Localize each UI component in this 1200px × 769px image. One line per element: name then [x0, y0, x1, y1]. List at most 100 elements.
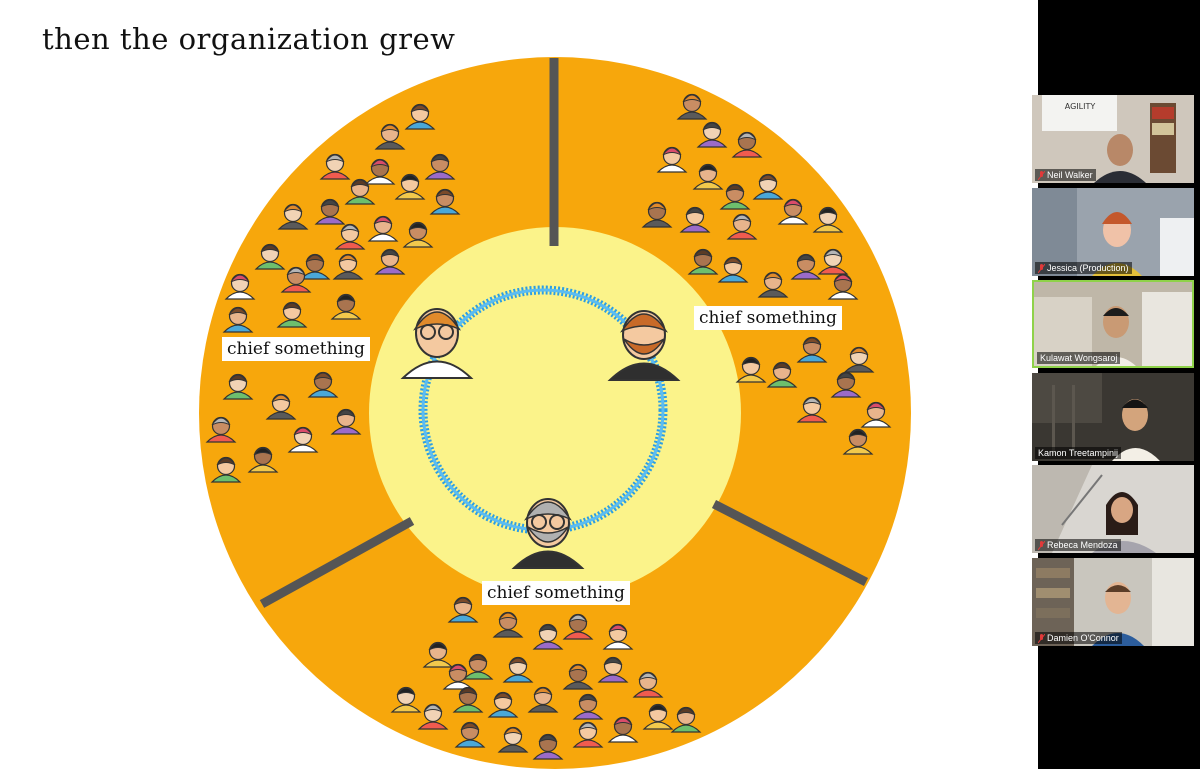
participant-name-label: Neil Walker	[1035, 169, 1096, 181]
mic-muted-icon	[1038, 263, 1045, 273]
participant-name-label: Rebeca Mendoza	[1035, 539, 1121, 551]
crowd-avatar	[812, 206, 844, 233]
crowd-avatar	[454, 721, 486, 748]
crowd-avatar	[731, 131, 763, 158]
chief-label-right: chief something	[694, 306, 842, 330]
chief-avatar	[511, 498, 585, 569]
slide-title: then the organization grew	[42, 22, 456, 56]
crowd-avatar	[332, 253, 364, 280]
crowd-avatar	[390, 686, 422, 713]
crowd-avatar	[247, 446, 279, 473]
crowd-avatar	[717, 256, 749, 283]
crowd-avatar	[307, 371, 339, 398]
crowd-avatar	[830, 371, 862, 398]
participant-tile[interactable]: Kamon Treetampinij	[1032, 373, 1194, 461]
crowd-avatar	[222, 373, 254, 400]
crowd-avatar	[452, 686, 484, 713]
chief-avatars	[400, 308, 681, 569]
participant-name-label: Kamon Treetampinij	[1035, 447, 1122, 459]
organization-diagram	[199, 57, 911, 769]
crowd-avatar	[766, 361, 798, 388]
crowd-avatar	[532, 623, 564, 650]
mic-muted-icon	[1038, 633, 1045, 643]
participant-tile[interactable]: Rebeca Mendoza	[1032, 465, 1194, 553]
crowd-avatar	[334, 223, 366, 250]
crowd-avatar	[602, 623, 634, 650]
crowd-avatar	[417, 703, 449, 730]
crowd-avatar	[254, 243, 286, 270]
crowd-avatar	[752, 173, 784, 200]
crowd-avatar	[205, 416, 237, 443]
chief-avatar	[607, 310, 681, 381]
crowd-avatar	[532, 733, 564, 760]
crowd-avatar	[777, 198, 809, 225]
crowd-avatar	[842, 428, 874, 455]
crowd-avatar	[276, 301, 308, 328]
crowd-avatar	[527, 686, 559, 713]
crowd-avatar	[670, 706, 702, 733]
crowd-avatar	[796, 396, 828, 423]
crowd-avatar	[402, 221, 434, 248]
crowd-avatar	[422, 641, 454, 668]
crowd-avatar	[330, 293, 362, 320]
participant-name-label: Kulawat Wongsaroj	[1037, 352, 1121, 364]
participant-tile[interactable]: Damien O'Connor	[1032, 558, 1194, 646]
crowd-avatar	[632, 671, 664, 698]
video-feed: AGILITY	[1032, 95, 1194, 183]
crowd-avatar	[287, 426, 319, 453]
crowd-avatar	[492, 611, 524, 638]
crowd-avatar	[277, 203, 309, 230]
crowd-avatar	[790, 253, 822, 280]
crowd-avatar	[572, 693, 604, 720]
crowd-avatar	[642, 703, 674, 730]
crowd-avatar	[502, 656, 534, 683]
crowd-avatar	[843, 346, 875, 373]
participant-tile[interactable]: AGILITY Neil Walker	[1032, 95, 1194, 183]
crowd-avatar	[210, 456, 242, 483]
crowd-avatar	[719, 183, 751, 210]
crowd-avatar	[462, 653, 494, 680]
crowd-avatar	[429, 188, 461, 215]
crowd-avatar	[319, 153, 351, 180]
crowd-avatar	[641, 201, 673, 228]
crowd-avatar	[424, 153, 456, 180]
participant-tile-active-speaker[interactable]: Kulawat Wongsaroj	[1032, 280, 1194, 368]
crowd-avatar	[726, 213, 758, 240]
chief-label-left: chief something	[222, 337, 370, 361]
video-feed	[1032, 465, 1194, 553]
crowd-avatar	[562, 613, 594, 640]
crowd-avatar	[607, 716, 639, 743]
divider-right	[711, 499, 869, 587]
participant-name-label: Damien O'Connor	[1035, 632, 1122, 644]
crowd-avatar	[572, 721, 604, 748]
crowd-avatar	[687, 248, 719, 275]
crowd-avatar	[447, 596, 479, 623]
participant-name-label: Jessica (Production)	[1035, 262, 1132, 274]
video-feed	[1032, 373, 1194, 461]
participant-tile[interactable]: Jessica (Production)	[1032, 188, 1194, 276]
crowd-avatar	[692, 163, 724, 190]
crowd-avatar	[676, 93, 708, 120]
crowd-avatar	[696, 121, 728, 148]
divider-left	[259, 517, 415, 608]
crowd-avatar	[394, 173, 426, 200]
crowd-avatar	[364, 158, 396, 185]
crowd-avatar	[280, 266, 312, 293]
crowd-avatar	[860, 401, 892, 428]
crowd-avatar	[222, 306, 254, 333]
crowd-avatar	[487, 691, 519, 718]
presentation-slide: then the organization grew chief somethi…	[42, 22, 911, 769]
crowd-avatar	[497, 726, 529, 753]
chief-avatar	[400, 308, 474, 379]
chief-label-bottom: chief something	[482, 581, 630, 605]
crowd-avatar	[817, 248, 849, 275]
crowd-avatar	[367, 215, 399, 242]
video-feed	[1032, 188, 1194, 276]
svg-text:AGILITY: AGILITY	[1065, 102, 1096, 111]
crowd-avatar	[796, 336, 828, 363]
crowd-avatar	[757, 271, 789, 298]
crowd-avatar	[827, 273, 859, 300]
mic-muted-icon	[1038, 170, 1045, 180]
crowd-avatar	[374, 248, 406, 275]
crowd-avatar	[442, 663, 474, 690]
